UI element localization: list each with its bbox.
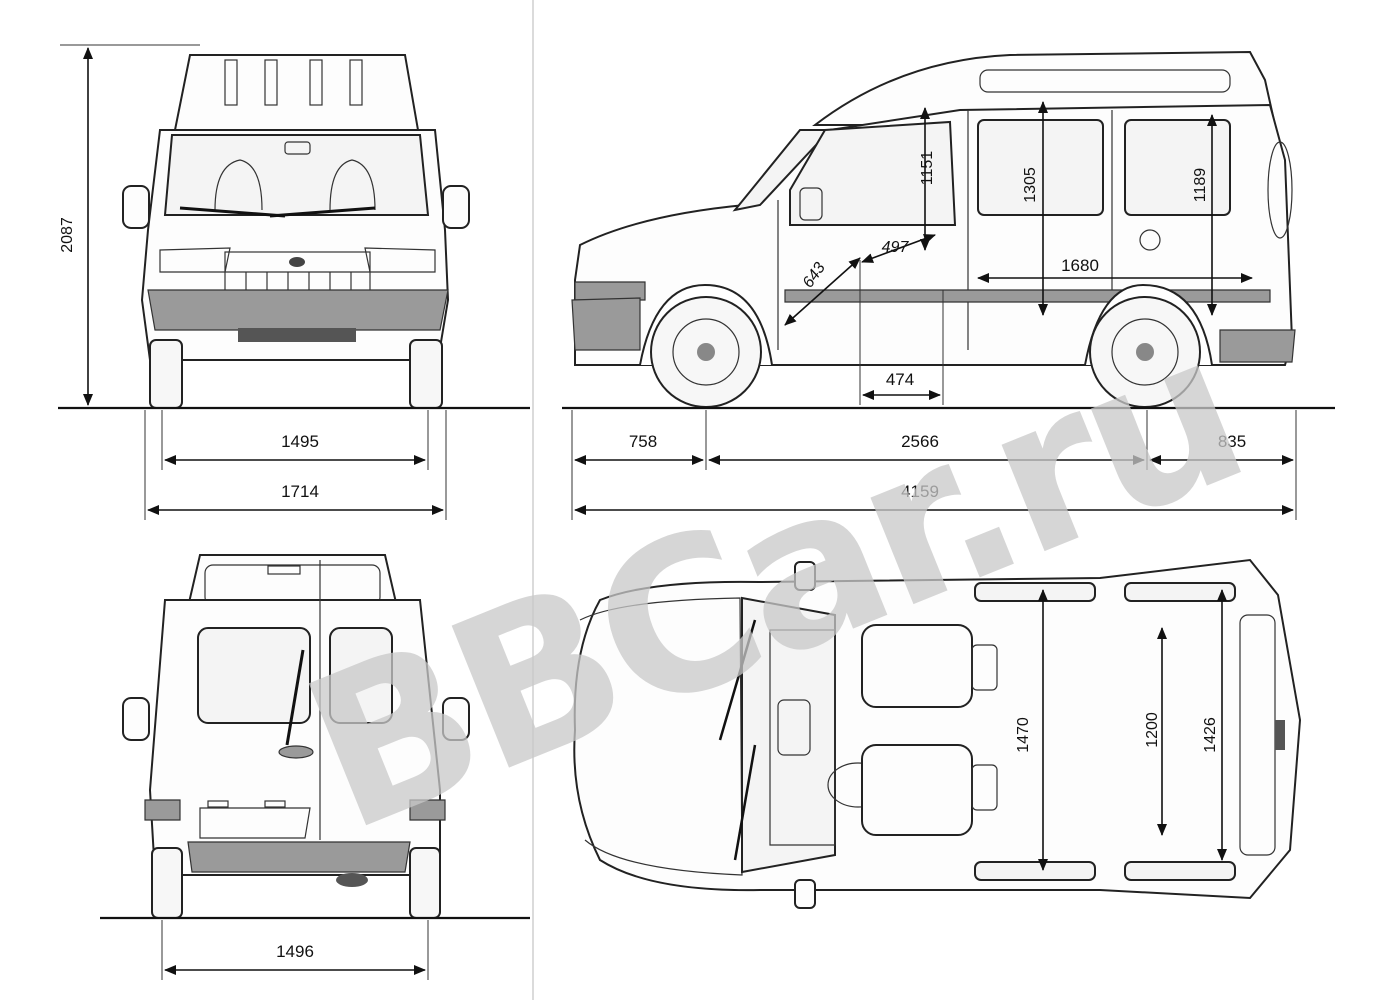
dim-front-height: 2087 (59, 217, 76, 253)
dim-rear-interior-width: 1426 (1202, 717, 1219, 753)
dim-cargo-length: 1680 (1061, 256, 1099, 275)
dim-rear-track: 1496 (276, 942, 314, 961)
dim-overall-length: 4159 (901, 482, 939, 501)
dim-step-width: 474 (886, 370, 914, 389)
dim-sliding-door-height: 1305 (1022, 167, 1039, 203)
top-view: 1470 1200 1426 (573, 558, 1302, 909)
dim-wheelbase: 2566 (901, 432, 939, 451)
dim-door-window-height: 1151 (919, 151, 936, 186)
front-view-dimensions: 2087 1495 1714 (59, 44, 447, 520)
dim-front-track: 1495 (281, 432, 319, 451)
dim-interior-width: 1470 (1015, 717, 1032, 753)
dim-front-overhang: 758 (629, 432, 657, 451)
dim-wheelarch-width: 1200 (1144, 712, 1161, 748)
side-view (562, 50, 1335, 410)
dim-rear-inner-height: 1189 (1192, 168, 1209, 203)
dim-door-width-diag: 497 (882, 239, 910, 256)
front-view (58, 54, 530, 410)
dim-front-width: 1714 (281, 482, 319, 501)
side-view-dimensions: 1151 643 497 474 1305 1680 1189 758 2566… (571, 101, 1297, 520)
rear-view: 1496 (100, 554, 530, 980)
dim-rear-overhang: 835 (1218, 432, 1246, 451)
